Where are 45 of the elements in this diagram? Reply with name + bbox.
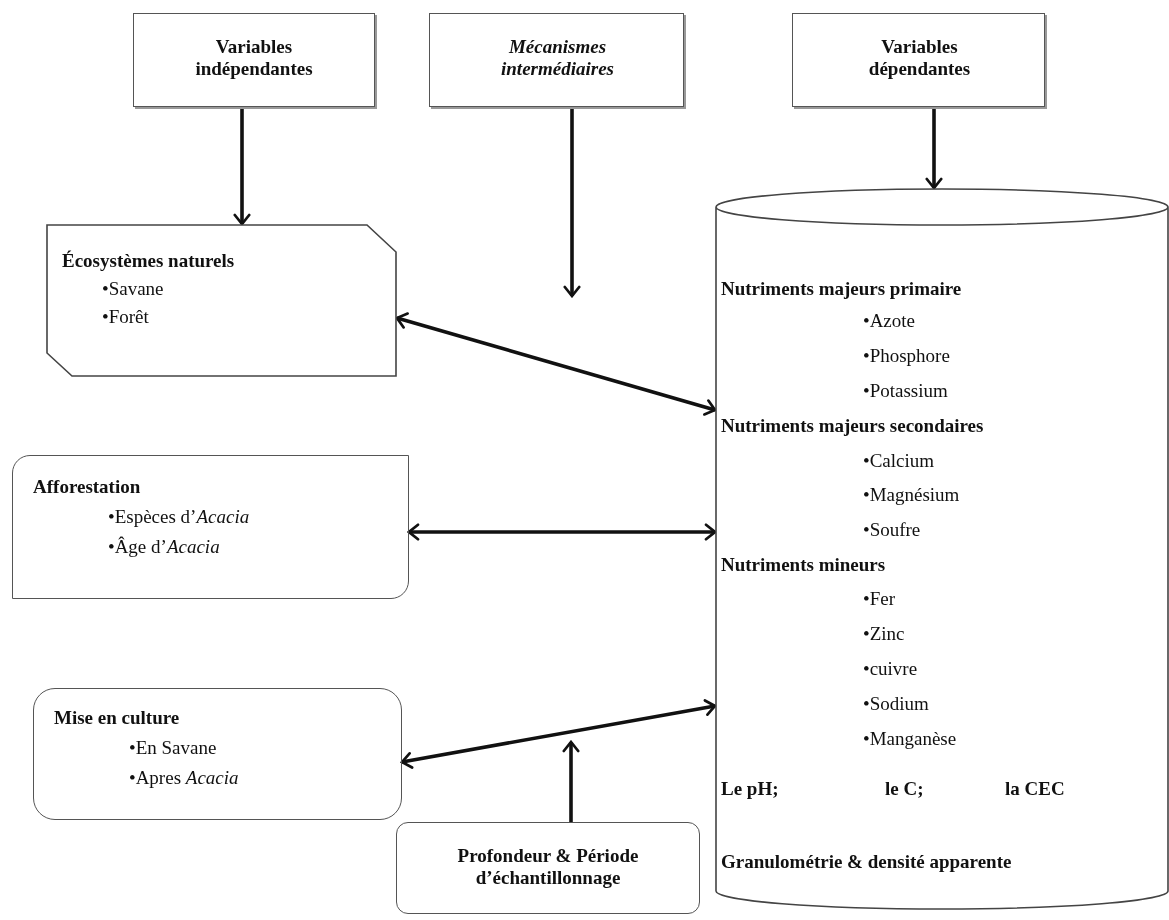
list-item: •cuivre [863, 658, 918, 680]
arrow [233, 107, 251, 226]
node-title: Nutriments majeurs primaire [721, 278, 962, 300]
list-item: •Espèces d’Acacia [108, 506, 250, 528]
process-box [12, 455, 409, 599]
node-text: Nutriments mineurs [721, 554, 886, 576]
list-item: •Zinc [863, 623, 905, 645]
list-item: •Savane [102, 278, 164, 300]
list-item: •En Savane [129, 737, 217, 759]
list-item: •Phosphore [863, 345, 950, 367]
list-item: •Fer [863, 588, 895, 610]
list-item: •Manganèse [863, 728, 957, 750]
node-title: Mécanismes intermédiaires [500, 36, 615, 80]
node-title: Afforestation [33, 476, 141, 498]
list-item: •Soufre [863, 519, 921, 541]
node-text: Le pH; [721, 778, 779, 800]
node-text: Nutriments majeurs secondaires [721, 415, 984, 437]
list-item: •Forêt [102, 306, 149, 328]
list-item: •Âge d’Acacia [108, 536, 220, 558]
node-text: la CEC [1005, 778, 1065, 800]
process-box [396, 822, 700, 914]
list-item: •Sodium [863, 693, 929, 715]
header-box [133, 13, 375, 107]
double-arrow [400, 699, 717, 769]
list-item: •Azote [863, 310, 916, 332]
process-box [33, 688, 402, 820]
process-box [46, 224, 397, 377]
node-text: Granulométrie & densité apparente [721, 851, 1012, 873]
node-title: Profondeur & Période d’échantillonnage [456, 845, 640, 889]
node-text: le C; [885, 778, 924, 800]
arrow [562, 740, 580, 822]
list-item: •Potassium [863, 380, 948, 402]
node-title: Variables indépendantes [194, 36, 314, 80]
list-item: •Magnésium [863, 484, 960, 506]
node-title: Variables dépendantes [867, 36, 972, 80]
arrow [563, 107, 581, 298]
header-box [429, 13, 684, 107]
list-item: •Calcium [863, 450, 935, 472]
node-title: Mise en culture [54, 707, 180, 729]
double-arrow [407, 523, 717, 541]
cylinder-shape [715, 188, 1169, 910]
arrow [925, 107, 943, 190]
node-title: Écosystèmes naturels [62, 250, 235, 272]
list-item: •Apres Acacia [129, 767, 239, 789]
header-box [792, 13, 1045, 107]
